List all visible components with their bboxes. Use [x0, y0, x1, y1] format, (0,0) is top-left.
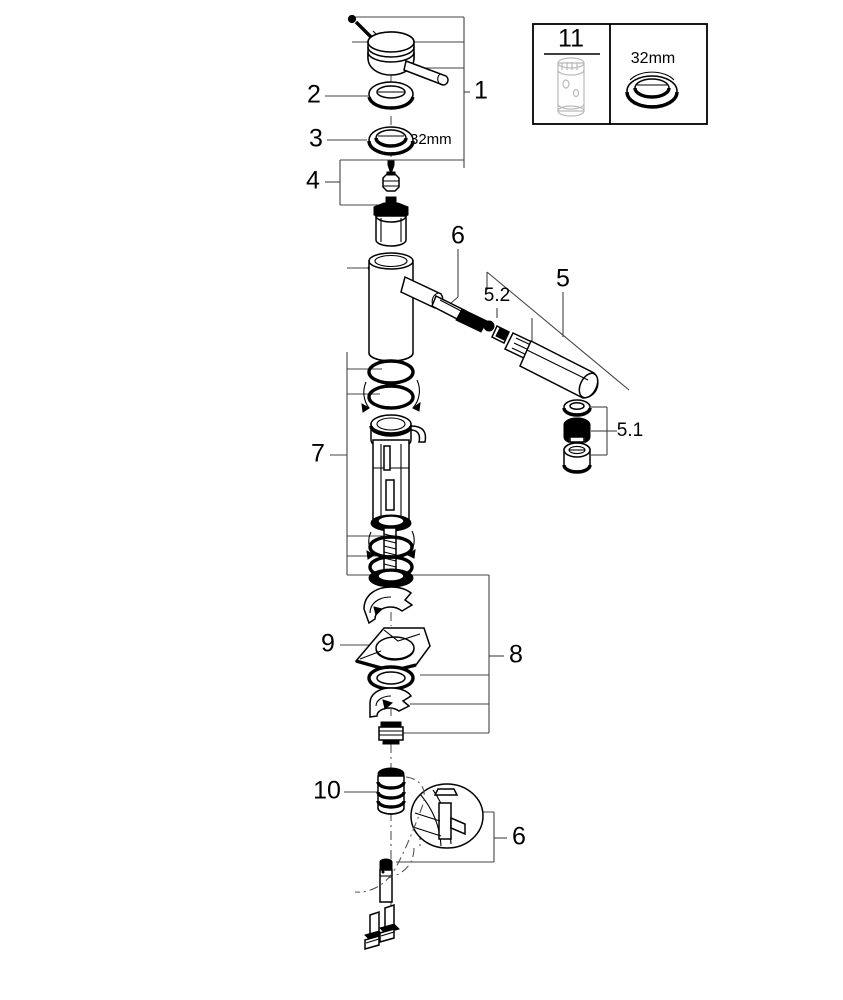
part-aerator-housing	[562, 442, 592, 474]
part-supply-nipple-right	[379, 903, 400, 943]
part-mixer-body	[368, 252, 414, 362]
part-top-washer	[368, 568, 414, 590]
inset-label-11: 11	[558, 25, 584, 53]
part-supply-nipple-left	[364, 910, 385, 950]
callout-1: 1	[474, 77, 488, 105]
inset-part-cartridge-sleeve	[557, 57, 585, 117]
part-cartridge-nut	[382, 171, 400, 192]
part-counterweight	[410, 783, 484, 849]
part-aerator-insert	[563, 417, 591, 445]
callout-5-2: 5.2	[484, 285, 510, 306]
callout-5-1: 5.1	[617, 420, 643, 441]
callout-2: 2	[307, 81, 321, 109]
hose-ferrule	[455, 308, 490, 333]
part-spout-o-ring-mid	[367, 384, 415, 410]
part-aerator-o-ring	[562, 399, 592, 417]
callout-4: 4	[306, 167, 320, 195]
part-lower-half-ring	[369, 687, 413, 718]
handle-lever-arm	[403, 59, 449, 86]
rotation-arrows-upper	[361, 379, 421, 413]
part-upper-half-ring	[363, 586, 414, 625]
inset-box-frame	[532, 23, 708, 125]
part-spout-o-ring-upper	[367, 359, 415, 385]
spray-head-outlet	[578, 372, 599, 399]
callout-6-upper: 6	[451, 222, 465, 250]
dimension-labels: 32mm 32mm	[410, 50, 675, 148]
callout-3: 3	[309, 125, 323, 153]
part-hose-coupling	[491, 324, 510, 345]
part-connection-hose-upper	[400, 275, 495, 333]
handle-top	[367, 31, 415, 53]
part-cap-ring-32mm	[367, 126, 415, 156]
part-mounting-wedge	[354, 627, 431, 673]
part-flow-control-insert	[376, 767, 406, 815]
callout-labels: 1 2 3 4 5 5.1 5.2 6 6 7 8 9 10	[306, 77, 643, 851]
inset-labels: 11	[558, 25, 584, 53]
inset-box	[532, 23, 708, 125]
callout-9: 9	[321, 630, 335, 658]
part-body-stem	[372, 439, 410, 523]
callout-8: 8	[509, 641, 523, 669]
dimension-32mm-inset: 32mm	[631, 50, 675, 67]
callout-7: 7	[311, 440, 325, 468]
callout-5: 5	[556, 265, 570, 293]
part-lock-nut	[378, 721, 404, 745]
part-ceramic-cartridge	[373, 196, 409, 247]
grub-screw-head	[347, 14, 357, 24]
part-flat-washer	[367, 665, 415, 691]
part-lever-handle	[347, 14, 449, 86]
dimension-32mm-ring: 32mm	[410, 131, 452, 148]
part-cartridge-screw	[387, 160, 395, 172]
part-handle-cap	[367, 81, 415, 110]
callout-6-lower: 6	[512, 823, 526, 851]
callout-10: 10	[313, 777, 341, 805]
flexible-hose-curve	[354, 776, 425, 893]
part-pull-out-spray-head	[503, 332, 599, 399]
inset-part-seal-ring-32mm	[625, 71, 679, 109]
